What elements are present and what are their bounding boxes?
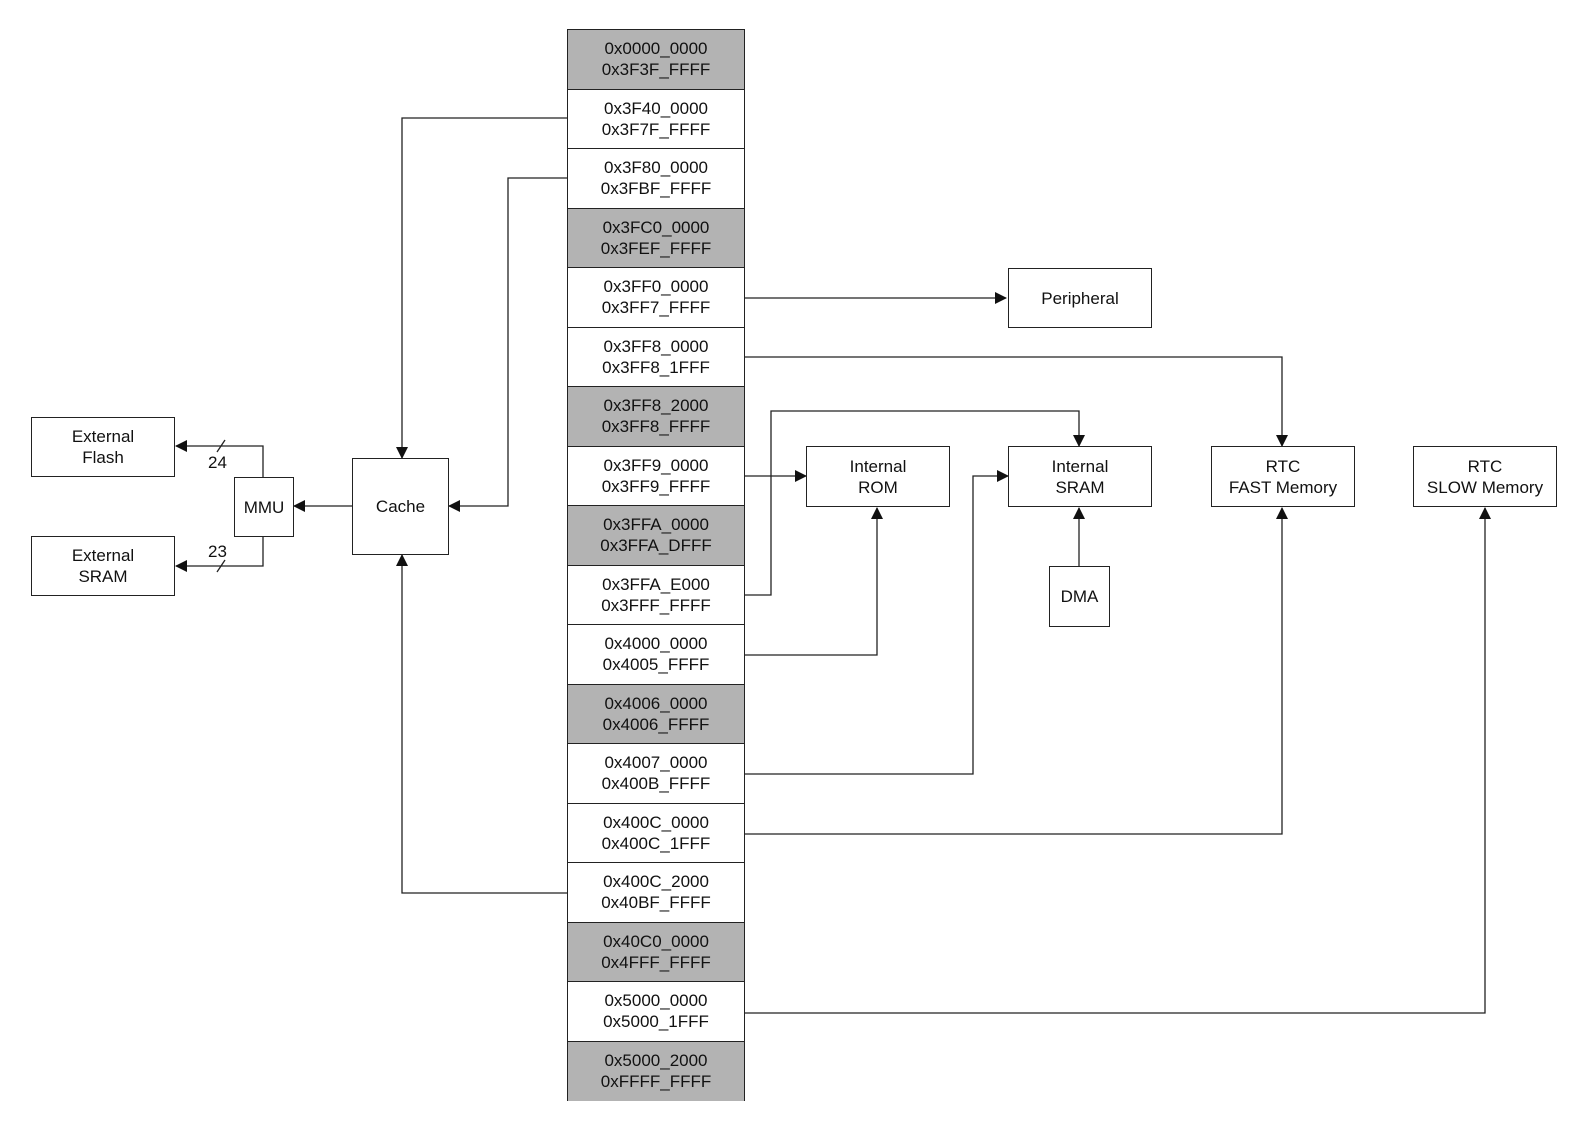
range-start-address: 0x4000_0000 xyxy=(604,634,708,654)
range-end-address: 0x4005_FFFF xyxy=(602,655,710,675)
range-start-address: 0x400C_2000 xyxy=(603,872,709,892)
internal-sram-line2: SRAM xyxy=(1055,477,1105,497)
cache-label: Cache xyxy=(375,497,426,516)
range-end-address: 0x3FF8_1FFF xyxy=(602,357,710,377)
range-end-address: 0x5000_1FFF xyxy=(603,1012,709,1032)
external-sram-block: External SRAM xyxy=(31,536,175,596)
range-start-address: 0x5000_2000 xyxy=(604,1051,708,1071)
cache-block: Cache xyxy=(352,458,449,555)
bus-slash-flash xyxy=(216,439,226,453)
range-start-address: 0x4006_0000 xyxy=(604,693,708,713)
range-start-address: 0x3FFA_E000 xyxy=(602,574,710,594)
range-start-address: 0x3FF0_0000 xyxy=(603,277,709,297)
rtc-fast-line2: FAST Memory xyxy=(1228,477,1338,497)
flash-bus-width-label: 24 xyxy=(208,453,227,472)
external-sram-line2: SRAM xyxy=(78,567,128,586)
external-flash-block: External Flash xyxy=(31,417,175,477)
range-start-address: 0x3FFA_0000 xyxy=(603,515,709,535)
wire-mmu-to-flash xyxy=(175,440,264,477)
range-start-address: 0x0000_0000 xyxy=(604,39,708,59)
internal-sram-line1: Internal xyxy=(1051,456,1109,476)
bus-slash-sram xyxy=(216,559,226,573)
wire-ext-sram-to-cache xyxy=(448,177,567,512)
range-start-address: 0x3FF8_0000 xyxy=(603,336,709,356)
range-start-address: 0x40C0_0000 xyxy=(603,931,709,951)
range-start-address: 0x3FF8_2000 xyxy=(603,396,709,416)
sram-bus-width-label: 23 xyxy=(208,542,227,561)
external-flash-line2: Flash xyxy=(82,448,124,467)
rtc-slow-line1: RTC xyxy=(1467,456,1503,476)
mmu-label: MMU xyxy=(243,497,285,517)
wire-to-rtc-fast-bottom xyxy=(745,507,1288,835)
wire-instr-flash-to-cache xyxy=(396,554,567,894)
wire-to-rtc-slow xyxy=(745,507,1491,1014)
wire-to-internal-sram-left xyxy=(745,470,1009,775)
range-start-address: 0x3F80_0000 xyxy=(604,158,708,178)
range-end-address: 0x3F3F_FFFF xyxy=(601,60,711,80)
wire-mmu-to-sram xyxy=(175,536,264,572)
range-end-address: 0x3F7F_FFFF xyxy=(601,119,711,139)
range-start-address: 0x3F40_0000 xyxy=(604,98,708,118)
range-start-address: 0x3FF9_0000 xyxy=(603,455,709,475)
range-end-address: 0x400B_FFFF xyxy=(601,774,711,794)
range-start-address: 0x4007_0000 xyxy=(604,753,708,773)
peripheral-label: Peripheral xyxy=(1041,288,1119,308)
range-end-address: 0x3FFA_DFFF xyxy=(600,536,712,556)
internal-rom-block: Internal ROM xyxy=(806,446,950,507)
range-end-address: 0xFFFF_FFFF xyxy=(600,1072,712,1092)
range-end-address: 0x3FBF_FFFF xyxy=(600,179,712,199)
range-end-address: 0x400C_1FFF xyxy=(601,833,711,853)
rtc-slow-line2: SLOW Memory xyxy=(1426,477,1544,497)
dma-label: DMA xyxy=(1060,587,1099,606)
range-end-address: 0x3FF9_FFFF xyxy=(601,476,711,496)
range-end-address: 0x3FF8_FFFF xyxy=(601,417,711,437)
rtc-fast-line1: RTC xyxy=(1265,456,1301,476)
wire-to-internal-sram-top xyxy=(745,410,1085,596)
rtc-slow-memory-block: RTC SLOW Memory xyxy=(1413,446,1557,507)
range-start-address: 0x3FC0_0000 xyxy=(602,217,710,237)
range-end-address: 0x3FEF_FFFF xyxy=(600,238,712,258)
dma-block: DMA xyxy=(1049,566,1110,627)
range-end-address: 0x3FF7_FFFF xyxy=(601,298,711,318)
internal-rom-line1: Internal xyxy=(849,456,907,476)
wire-to-internal-rom-bottom xyxy=(745,507,883,656)
external-flash-line1: External xyxy=(71,427,135,446)
range-end-address: 0x40BF_FFFF xyxy=(601,893,711,913)
mmu-block: MMU xyxy=(234,477,294,537)
external-sram-line1: External xyxy=(71,546,135,565)
wire-dataflash-to-cache xyxy=(396,117,567,459)
range-start-address: 0x400C_0000 xyxy=(603,812,709,832)
peripheral-block: Peripheral xyxy=(1008,268,1152,328)
range-end-address: 0x3FFF_FFFF xyxy=(601,595,711,615)
range-end-address: 0x4FFF_FFFF xyxy=(601,952,711,972)
range-start-address: 0x5000_0000 xyxy=(604,991,708,1011)
range-end-address: 0x4006_FFFF xyxy=(602,714,710,734)
internal-sram-block: Internal SRAM xyxy=(1008,446,1152,507)
rtc-fast-memory-block: RTC FAST Memory xyxy=(1211,446,1355,507)
wire-to-rtc-fast-top xyxy=(745,356,1288,447)
internal-rom-line2: ROM xyxy=(858,477,898,497)
